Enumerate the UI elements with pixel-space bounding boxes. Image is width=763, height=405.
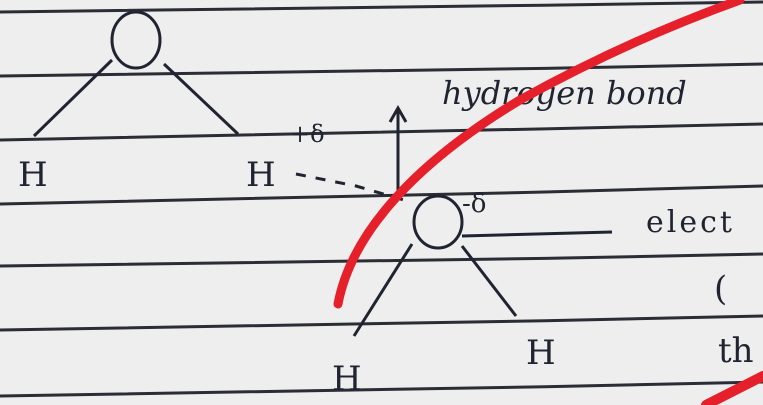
bond-line bbox=[162, 62, 240, 136]
rule-line bbox=[0, 122, 763, 142]
hydrogen-bond-dashes bbox=[295, 172, 405, 202]
water-molecule-bottom: H H -δ bbox=[332, 189, 613, 399]
red-marker-curve bbox=[333, 0, 745, 309]
hydrogen-right-label: H bbox=[246, 155, 276, 195]
rule-line bbox=[0, 314, 763, 332]
partial-negative-charge: -δ bbox=[462, 189, 486, 219]
rule-line bbox=[0, 380, 763, 398]
water-molecule-top: H H +δ bbox=[18, 10, 325, 195]
oxygen-atom-circle bbox=[412, 194, 464, 250]
rule-line bbox=[0, 62, 763, 78]
hydrogen-right-label: H bbox=[526, 333, 556, 373]
hydrogen-left-label: H bbox=[332, 359, 362, 399]
electron-partial-label: elect bbox=[646, 205, 735, 240]
oxygen-atom-circle bbox=[110, 10, 162, 70]
rule-line bbox=[0, 184, 763, 206]
bond-line bbox=[460, 245, 518, 317]
partial-positive-charge: +δ bbox=[290, 120, 325, 148]
rule-line bbox=[0, 252, 763, 268]
rule-line bbox=[0, 0, 763, 14]
red-marker-mark bbox=[701, 371, 763, 405]
arrow-icon bbox=[388, 104, 408, 194]
electron-pointer-line bbox=[461, 230, 613, 238]
hydrogen-left-label: H bbox=[18, 155, 48, 195]
paren-partial-label: ( bbox=[714, 269, 727, 309]
bond-line bbox=[32, 58, 114, 138]
th-partial-label: th bbox=[718, 331, 754, 371]
bond-line bbox=[352, 243, 414, 337]
